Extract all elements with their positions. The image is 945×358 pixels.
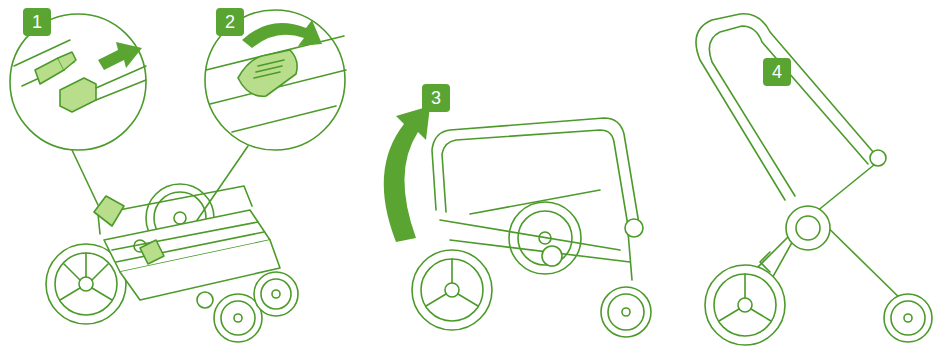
callout-number-text: 3 [431, 89, 441, 107]
callout-number: 2 [216, 8, 244, 36]
callout-number-text: 2 [225, 13, 235, 31]
callout-number-text: 1 [32, 13, 42, 31]
callout-number: 3 [422, 84, 450, 112]
callout-number-text: 4 [772, 63, 782, 81]
callout-number: 4 [763, 58, 791, 86]
callout-number: 1 [23, 8, 51, 36]
